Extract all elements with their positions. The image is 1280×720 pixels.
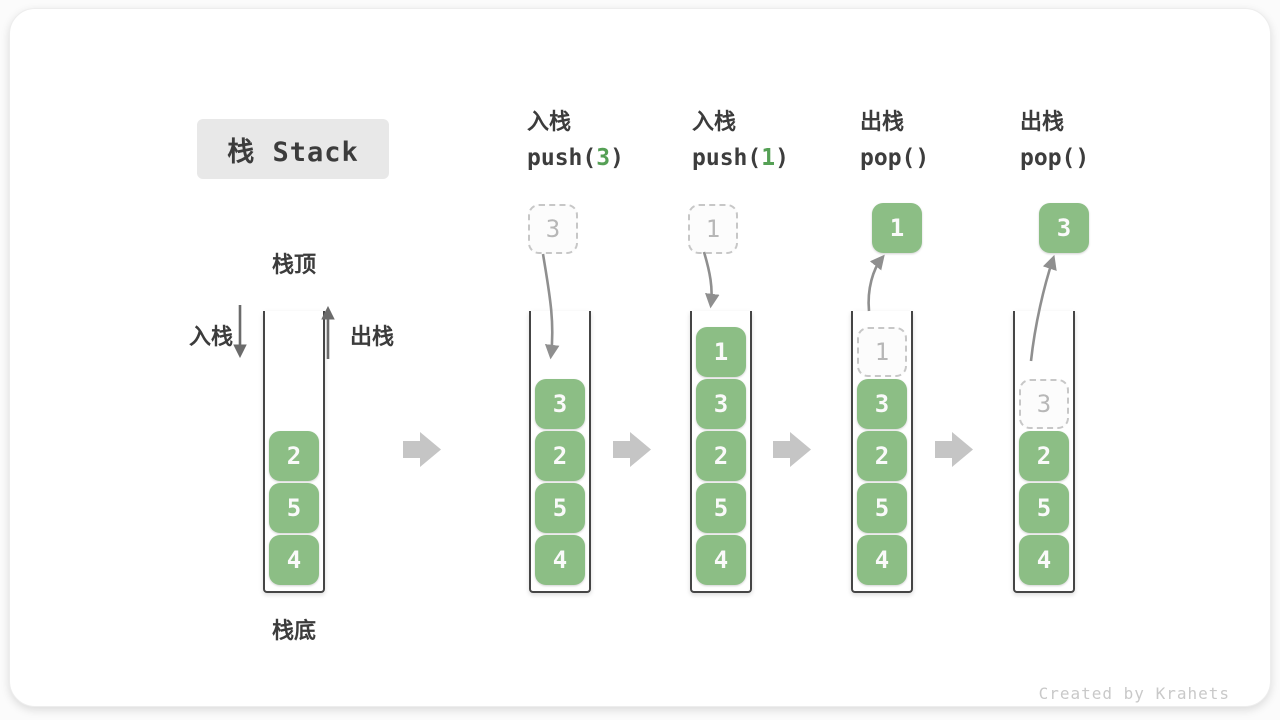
stack-item: 2: [269, 431, 319, 481]
stack-item: 1: [696, 327, 746, 377]
stack-item: 5: [535, 483, 585, 533]
stack-item: 3: [696, 379, 746, 429]
stack-item: 2: [1019, 431, 1069, 481]
stack-item: 2: [696, 431, 746, 481]
op-code: push(3): [527, 145, 687, 171]
code-post: ): [610, 145, 624, 171]
stack-bottom-label: 栈底: [271, 619, 316, 644]
stack-item: 2: [535, 431, 585, 481]
floating-value-box: 3: [528, 204, 578, 254]
diagram-card: 栈 Stack 入栈 push(3) 入栈 push(1) 出栈 pop() 出…: [9, 8, 1271, 707]
transition-arrow-icon: [613, 432, 651, 467]
stack-top-label: 栈顶: [271, 253, 316, 278]
code-post: ): [775, 145, 789, 171]
code-pre: push(: [527, 145, 597, 171]
op-label: 出栈: [1020, 110, 1065, 135]
op-code: pop(): [1020, 145, 1180, 171]
op-code: pop(): [860, 145, 1020, 171]
floating-value-box: 3: [1039, 203, 1089, 253]
floating-value-box: 1: [872, 203, 922, 253]
transition-arrow-icon: [935, 432, 973, 467]
push-side-label: 入栈: [188, 325, 233, 350]
code-arg: 3: [596, 145, 611, 171]
stack-item: 4: [535, 535, 585, 585]
op-header-pop-3: 出栈 pop(): [1020, 110, 1180, 172]
op-header-push-1: 入栈 push(1): [692, 110, 852, 172]
code-pre: pop(): [860, 145, 930, 171]
op-label: 入栈: [527, 110, 572, 135]
stack-item: 5: [857, 483, 907, 533]
floating-value-box: 1: [688, 204, 738, 254]
pop-side-label: 出栈: [350, 325, 395, 350]
stack-item: 2: [857, 431, 907, 481]
watermark: Created by Krahets: [1038, 684, 1230, 703]
stack-item: 5: [1019, 483, 1069, 533]
op-label: 出栈: [860, 110, 905, 135]
transition-arrow-icon: [773, 432, 811, 467]
title-badge: 栈 Stack: [197, 119, 389, 179]
stack-item-popped-slot: 3: [1019, 379, 1069, 429]
stack-item-popped-slot: 1: [857, 327, 907, 377]
push-1-arrow-icon: [702, 251, 720, 309]
stack-item: 4: [857, 535, 907, 585]
op-label: 入栈: [692, 110, 737, 135]
code-pre: pop(): [1020, 145, 1090, 171]
transition-arrow-icon: [403, 432, 441, 467]
op-code: push(1): [692, 145, 852, 171]
op-header-push-3: 入栈 push(3): [527, 110, 687, 172]
stack-item: 5: [696, 483, 746, 533]
stack-item: 4: [269, 535, 319, 585]
pop-1-arrow-icon: [867, 254, 885, 312]
stack-item: 4: [696, 535, 746, 585]
stack-item: 3: [857, 379, 907, 429]
op-header-pop-1: 出栈 pop(): [860, 110, 1020, 172]
title-text: 栈 Stack: [227, 136, 359, 168]
code-pre: push(: [692, 145, 762, 171]
code-arg: 1: [761, 145, 776, 171]
stack-item: 3: [535, 379, 585, 429]
stack-item: 5: [269, 483, 319, 533]
stack-item: 4: [1019, 535, 1069, 585]
